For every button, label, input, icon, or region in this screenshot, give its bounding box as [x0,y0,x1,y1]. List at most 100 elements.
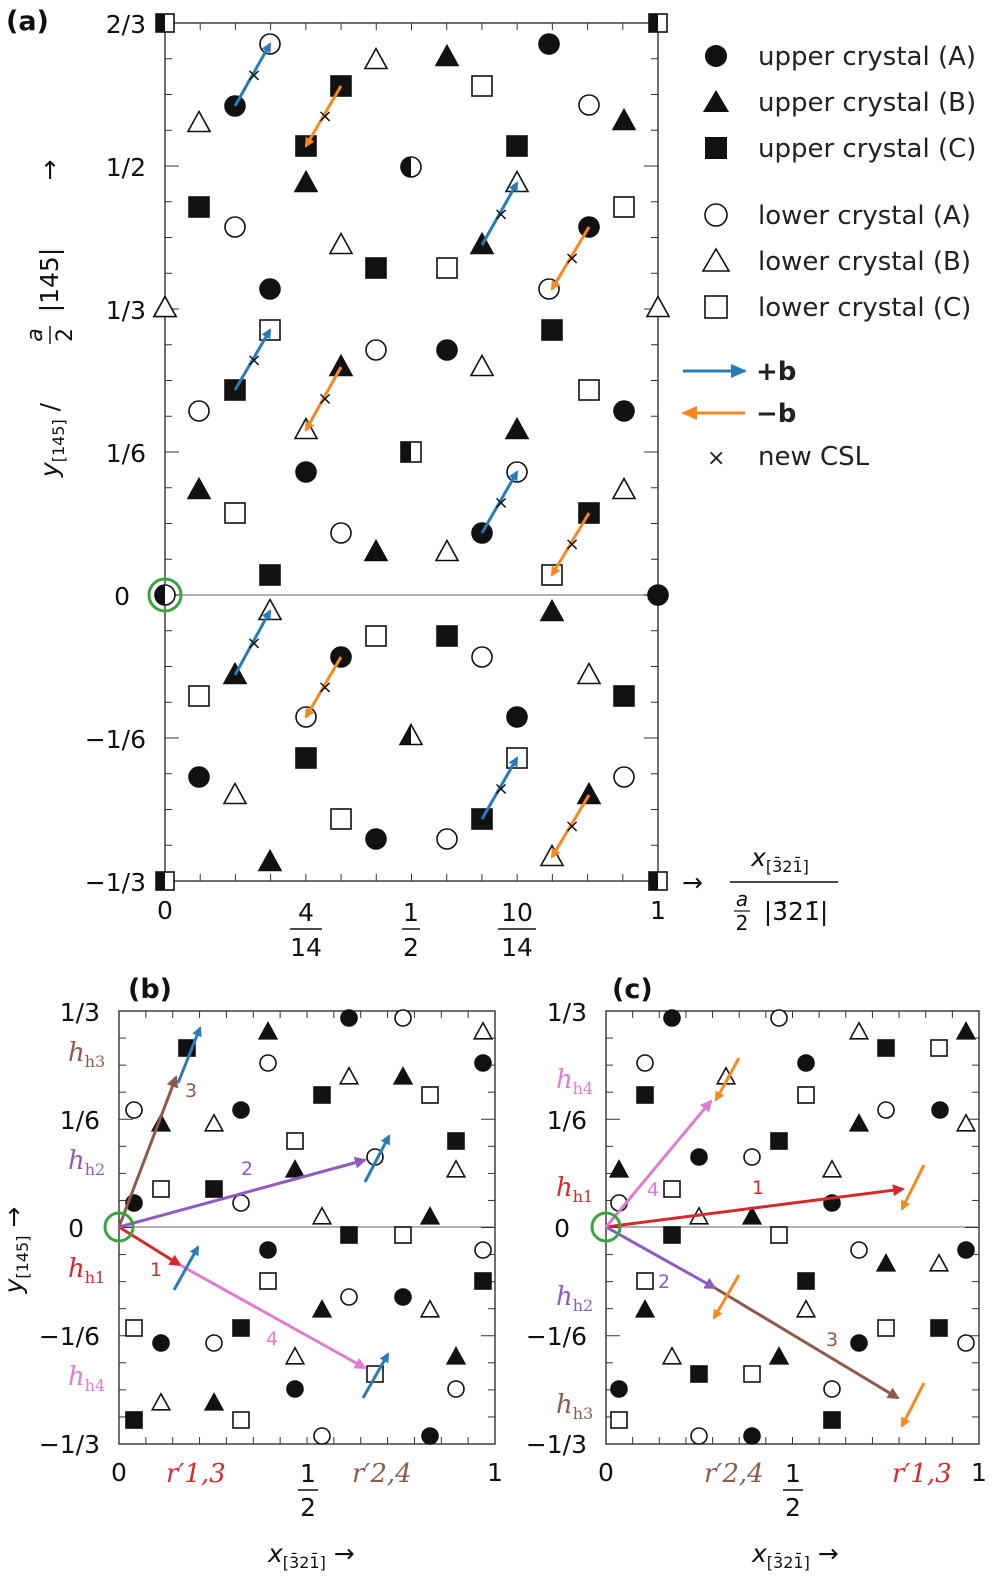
lower-square-marker [286,1132,304,1150]
y-tick-a-m1-3: −1/3 [85,868,146,897]
plus-b-arrow [480,181,519,246]
legend-item-upper-b: upper crystal (B) [703,88,976,118]
panel-b-label: (b) [128,974,172,1005]
upper-square-marker [636,1086,654,1104]
upper-circle-marker [421,1427,439,1445]
upper-square-marker [663,1226,681,1244]
legend-item-new-csl: × new CSL [707,442,870,472]
upper-circle-marker [850,1334,868,1352]
upper-circle-marker [797,1054,815,1072]
x-tick-a-1-den: 2 [403,933,419,962]
upper-square-marker [474,1272,492,1290]
lower-square-marker [797,1086,815,1104]
upper-square-marker [541,319,563,341]
csl-cross: × [247,633,262,654]
origin-circle-a [147,577,183,613]
lower-circle-marker [474,1241,492,1259]
upper-circle-marker [610,1380,628,1398]
r-label-c-13: r′1,3 [892,1459,952,1489]
panel-a-label: (a) [6,6,49,37]
lower-circle-marker [436,828,458,850]
svg-text:upper crystal (C): upper crystal (C) [758,134,976,164]
svg-text:→: → [682,868,703,897]
lower-circle-marker [330,522,352,544]
h-label-c-1: h1 [573,1187,593,1206]
lower-square-marker [152,1180,170,1198]
lower-triangle-marker [338,1066,360,1085]
minus-b-arrow [550,226,591,291]
y-tick-c-1-3: 1/3 [547,998,587,1027]
upper-triangle-marker [768,1346,790,1365]
upper-triangle-marker [284,1159,306,1178]
lower-circle-marker [188,400,210,422]
y-tick-a-m1-6: −1/6 [85,725,146,754]
upper-triangle-marker [848,1113,870,1132]
svg-text:a: a [736,887,748,911]
svg-text:lower crystal (B): lower crystal (B) [758,247,971,277]
lower-triangle-marker [203,1113,225,1132]
vector-b-1-label: 1 [150,1259,162,1281]
upper-square-marker [125,1411,143,1429]
y-tick-a-0: 0 [114,582,130,611]
upper-square-marker [188,196,210,218]
origin-circle-b [103,1211,135,1243]
upper-square-marker [365,257,387,279]
upper-circle-marker [613,400,635,422]
y-tick-a-1-2: 1/2 [106,153,146,182]
lower-circle-marker [957,1334,975,1352]
upper-triangle-marker [741,1206,763,1225]
panel-c-markers [608,1009,977,1445]
upper-circle-marker [436,339,458,361]
lower-circle-marker [743,1148,761,1166]
lower-square-marker [125,1319,143,1337]
csl-cross: × [247,65,262,86]
lower-triangle-marker [434,538,460,562]
x-tick-a-1-num: 1 [403,898,419,927]
svg-text:|3̄21̄|: |3̄21̄| [764,897,829,926]
lower-triangle-marker [257,597,283,621]
lower-circle-marker [770,1009,788,1027]
svg-text:1: 1 [300,1459,316,1488]
y-tick-c-m1-6: −1/6 [526,1322,587,1351]
plus-b-arrow [233,609,272,676]
upper-circle-marker [259,1241,277,1259]
upper-triangle-marker [392,1066,414,1085]
lower-triangle-marker [445,1159,467,1178]
lower-square-marker [877,1319,895,1337]
panel-c-vectors: 1 2 3 4 [604,1057,926,1428]
svg-text:new CSL: new CSL [758,442,870,472]
legend-item-upper-c: upper crystal (C) [705,134,976,164]
csl-cross: × [494,204,509,225]
upper-circle-marker [232,1101,250,1119]
upper-square-marker [930,1319,948,1337]
svg-text:−b: −b [756,399,796,429]
lower-square-marker [613,196,635,218]
svg-text:→: → [35,160,64,181]
minus-b-arrow [304,656,343,719]
lower-square-marker [610,1411,628,1429]
vector-b-2-label: 2 [241,1158,253,1180]
r-label-c-24: r′2,4 [704,1459,764,1489]
panel-a-markers [152,13,671,891]
lower-triangle-marker [469,353,495,377]
panel-c-label: (c) [612,974,653,1005]
x-tick-a-10-num: 10 [501,898,533,927]
upper-square-marker [313,1086,331,1104]
lower-triangle-marker [928,1253,950,1272]
panel-c-y-ticks: 1/3 1/6 0 −1/6 −1/3 [526,998,587,1459]
lower-square-marker [663,1180,681,1198]
lower-circle-marker [877,1101,895,1119]
upper-square-marker [613,685,635,707]
x-tick-c-1: 1 [971,1458,987,1487]
lower-circle-marker [365,339,387,361]
lower-square-marker [394,1226,412,1244]
panel-c-x-ticks: 0 1 2 1 [598,1458,987,1522]
lower-triangle-marker [645,294,671,318]
y-tick-b-m1-3: −1/3 [39,1430,100,1459]
h-label-c-3: h3 [573,1404,593,1423]
svg-text:2: 2 [785,1493,801,1522]
upper-triangle-marker [611,107,637,131]
legend-item-minus-b: −b [681,399,796,429]
upper-triangle-marker [328,353,354,377]
svg-text:hh3: hh3 [68,1038,105,1071]
